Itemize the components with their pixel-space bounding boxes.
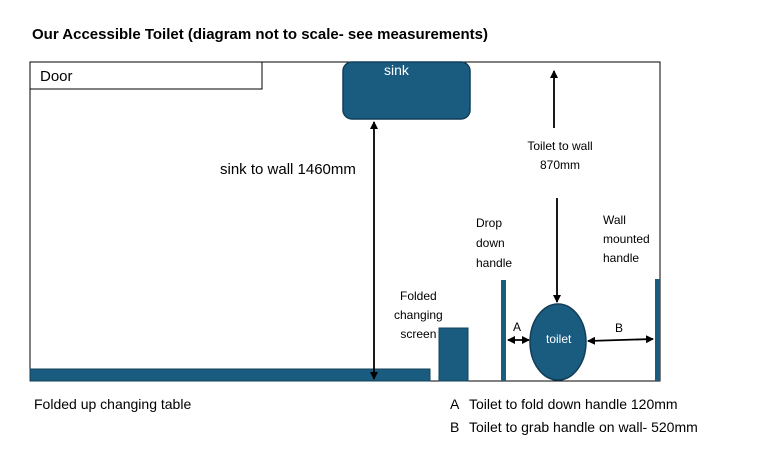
legend-text: Toilet to fold down handle 120mm <box>469 396 678 412</box>
door-label: Door <box>40 68 73 85</box>
legend-key: B <box>450 419 460 435</box>
folded-changing-screen <box>438 327 469 382</box>
drop-down-handle-label: Drop down handle <box>476 216 513 270</box>
toilet-to-wall-label: Toilet to wall 870mm <box>527 139 593 172</box>
legend-key: A <box>450 396 460 412</box>
gap-b-label: B <box>615 321 624 335</box>
door <box>29 61 263 90</box>
toilet <box>529 303 587 381</box>
wall-mounted-handle <box>655 279 660 381</box>
sink-label: sink <box>384 62 409 78</box>
folded-changing-screen-label: Folded changing screen <box>394 289 443 341</box>
wall-mounted-handle-label: Wall mounted handle <box>603 213 650 265</box>
sink <box>342 61 471 120</box>
drop-down-handle <box>501 280 506 381</box>
sink-to-wall-label: sink to wall 1460mm <box>220 161 356 178</box>
folded-changing-table-label: Folded up changing table <box>34 396 192 412</box>
legend-item-b: B Toilet to grab handle on wall- 520mm <box>450 419 698 435</box>
legend-item-a: A Toilet to fold down handle 120mm <box>450 396 678 412</box>
folded-changing-table <box>29 368 431 382</box>
gap-a-label: A <box>513 320 522 334</box>
toilet-label: toilet <box>546 332 572 346</box>
gap-b-arrow <box>587 335 654 345</box>
diagram-title: Our Accessible Toilet (diagram not to sc… <box>32 26 488 43</box>
legend-text: Toilet to grab handle on wall- 520mm <box>469 419 698 435</box>
